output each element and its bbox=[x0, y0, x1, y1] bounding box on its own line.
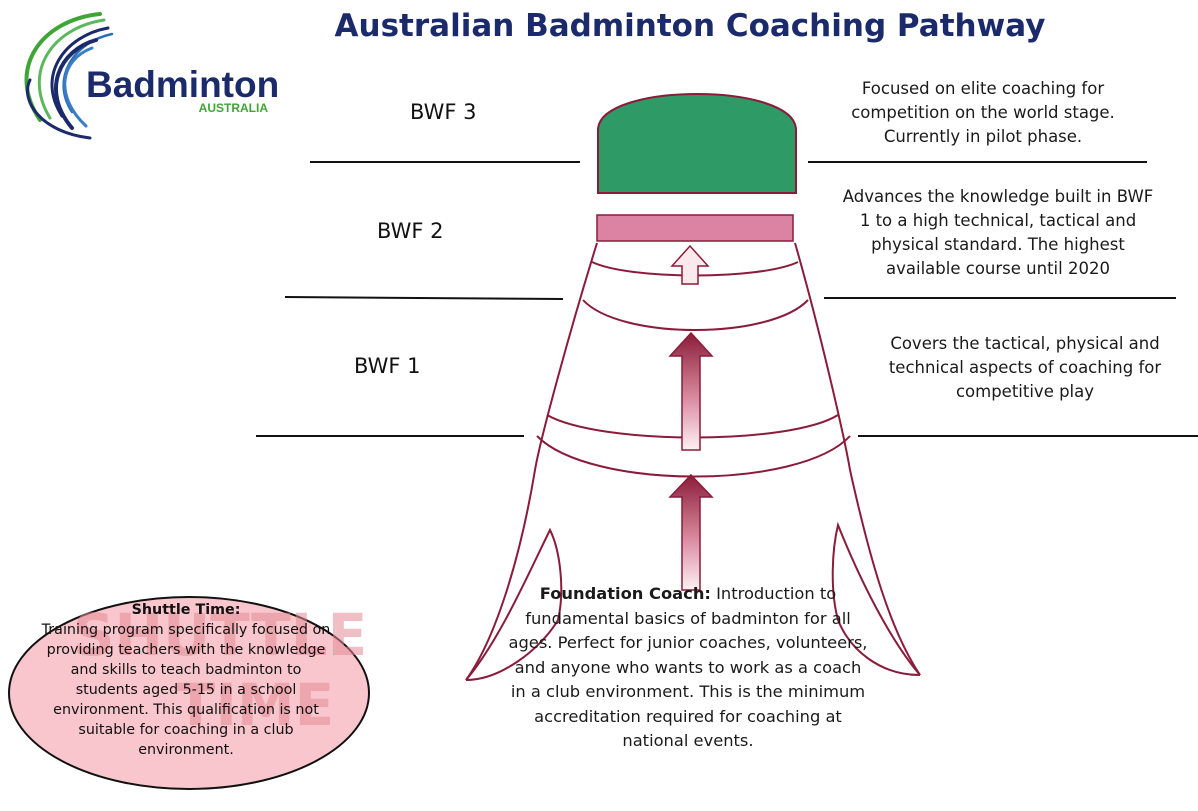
shuttle-time-label: Shuttle Time: bbox=[131, 602, 241, 618]
foundation-description: Introduction to fundamental basics of ba… bbox=[508, 584, 868, 750]
level-description-bwf1: Covers the tactical, physical and techni… bbox=[888, 334, 1162, 401]
arrow-to-bwf2 bbox=[670, 244, 710, 285]
level-description-bwf3: Focused on elite coaching for competitio… bbox=[851, 79, 1115, 146]
shuttlecock-band bbox=[596, 214, 794, 242]
skirt-left-edge bbox=[465, 242, 598, 681]
level-label-bwf3: BWF 3 bbox=[410, 100, 477, 124]
arrow-to-foundation bbox=[668, 473, 714, 591]
shuttle-watermark-2: TIME bbox=[176, 671, 334, 739]
shuttle-time-ellipse bbox=[8, 596, 370, 790]
shuttle-watermark-1: SHUTTLE bbox=[73, 601, 367, 669]
level-label-bwf2: BWF 2 bbox=[377, 219, 444, 243]
logo-name: Badminton bbox=[86, 64, 279, 105]
shuttle-time-text: Shuttle Time: Training program specifica… bbox=[40, 600, 332, 760]
feather-right bbox=[831, 521, 921, 676]
foundation-coach-text: Foundation Coach: Introduction to fundam… bbox=[508, 582, 868, 754]
level-label-bwf1: BWF 1 bbox=[354, 354, 421, 378]
skirt-right-edge bbox=[794, 242, 921, 676]
shuttle-time-description: Training program specifically focused on… bbox=[41, 622, 331, 758]
feather-left bbox=[465, 527, 563, 681]
skirt-ring-2 bbox=[582, 299, 809, 331]
skirt-ring-4 bbox=[536, 435, 851, 478]
arrow-to-bwf1 bbox=[668, 331, 714, 451]
level-description-bwf2: Advances the knowledge built in BWF 1 to… bbox=[842, 187, 1154, 278]
shuttlecock-cork bbox=[597, 93, 797, 194]
badminton-australia-logo: Badminton AUSTRALIA bbox=[24, 12, 279, 140]
page-title: Australian Badminton Coaching Pathway bbox=[334, 8, 1046, 44]
logo-subtitle: AUSTRALIA bbox=[199, 101, 269, 115]
foundation-label: Foundation Coach: bbox=[539, 584, 711, 603]
divider-left-2 bbox=[284, 296, 564, 300]
